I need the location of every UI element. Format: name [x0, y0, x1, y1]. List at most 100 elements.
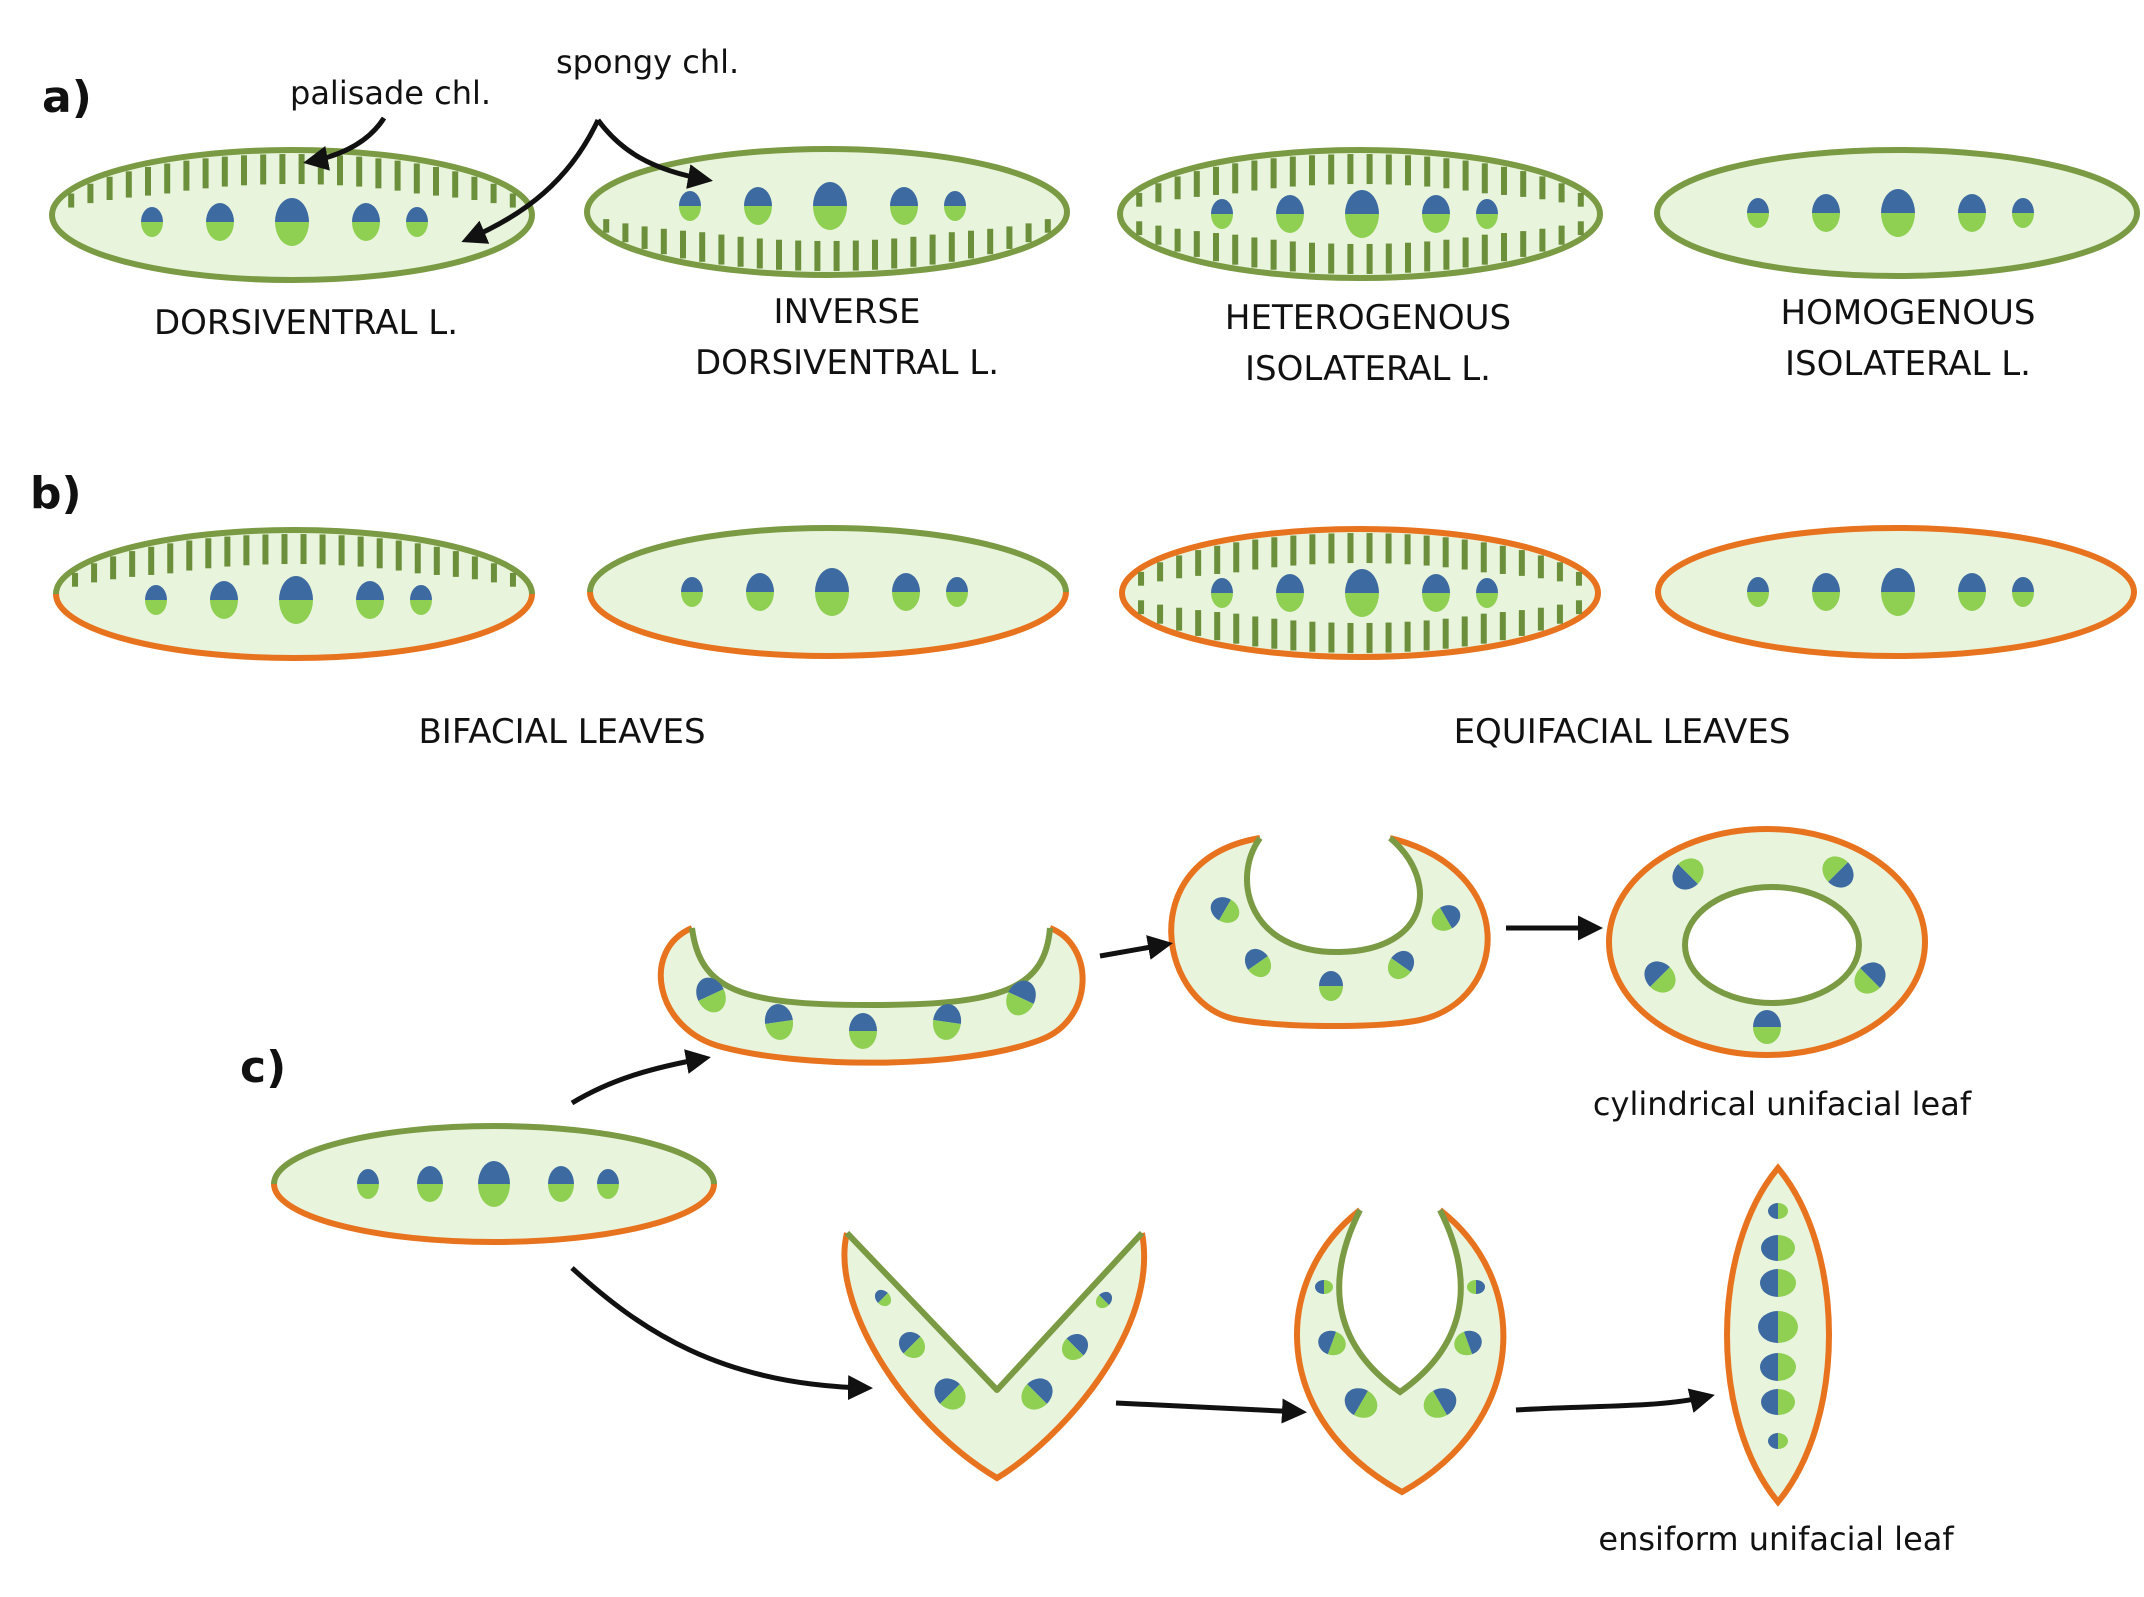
vascular-bundle	[1760, 1269, 1796, 1297]
leaf-flat-start	[271, 1123, 717, 1245]
vascular-bundle	[1476, 578, 1498, 608]
vascular-bundle	[898, 1331, 926, 1359]
vascular-bundle	[1467, 1280, 1485, 1294]
arrow-v-to-narrow	[1115, 1398, 1307, 1424]
vascular-bundle	[1318, 1330, 1346, 1356]
spongy-arrow-left	[461, 118, 601, 244]
vascular-bundle	[2012, 198, 2034, 228]
vascular-bundle	[696, 977, 726, 1013]
vascular-bundle	[210, 581, 238, 619]
vascular-bundle	[406, 207, 428, 237]
vascular-bundle	[1276, 195, 1304, 233]
vascular-bundle	[1422, 574, 1450, 612]
vascular-bundle	[2012, 577, 2034, 607]
vascular-bundle	[1747, 577, 1769, 607]
vascular-bundle	[934, 1378, 966, 1410]
leaf-curved-stage1	[657, 925, 1086, 1066]
vascular-bundles	[696, 977, 1036, 1049]
vascular-bundle	[1822, 856, 1854, 888]
vascular-bundles	[681, 568, 968, 616]
label-bifacial-leaves: BIFACIAL LEAVES	[418, 712, 705, 752]
leaf-ensiform-unifacial	[1724, 1163, 1832, 1507]
vascular-bundle	[1672, 858, 1704, 890]
vascular-bundle	[275, 198, 309, 246]
vascular-bundle	[1812, 194, 1840, 232]
leaf-heterogenous-isolateral	[1117, 147, 1603, 281]
vascular-bundles	[1747, 568, 2034, 616]
spongy-annotation: spongy chl.	[556, 43, 739, 81]
vascular-bundle	[892, 573, 920, 611]
vascular-bundles	[1758, 1203, 1798, 1449]
leaf-ensiform-stage2	[1294, 1207, 1507, 1496]
vascular-bundle	[1854, 962, 1886, 994]
arrow-narrow-to-ensiform	[1515, 1388, 1715, 1413]
vascular-bundle	[1958, 194, 1986, 232]
vascular-bundle	[1758, 1311, 1798, 1343]
leaf-dorsiventral	[49, 147, 535, 283]
vascular-bundle	[356, 581, 384, 619]
vascular-bundle	[1345, 569, 1379, 617]
arrow-curved1-to-curved2	[1099, 935, 1173, 960]
vascular-bundle	[597, 1169, 619, 1199]
vascular-bundle	[1210, 897, 1240, 923]
vascular-bundle	[1760, 1353, 1796, 1381]
vascular-bundle	[815, 568, 849, 616]
vascular-bundle	[1812, 573, 1840, 611]
vascular-bundle	[744, 187, 772, 225]
vascular-bundle	[849, 1013, 877, 1049]
section-label-c: c)	[240, 1042, 286, 1093]
label-inverse-line1: INVERSE	[774, 292, 921, 332]
vascular-bundles	[1211, 190, 1498, 238]
vascular-bundle	[1211, 578, 1233, 608]
vascular-bundle	[1431, 905, 1461, 931]
vascular-bundle	[944, 191, 966, 221]
vascular-bundles	[1211, 569, 1498, 617]
label-homogenous-line2: ISOLATERAL L.	[1785, 344, 2031, 384]
arrow-start-to-curved	[570, 1049, 711, 1106]
vascular-bundle	[279, 576, 313, 624]
vascular-bundles	[679, 182, 966, 230]
vascular-bundles	[357, 1161, 619, 1207]
vascular-bundle	[1319, 971, 1343, 1001]
vascular-bundle	[1061, 1333, 1089, 1361]
vascular-bundle	[548, 1166, 574, 1202]
vascular-bundle	[410, 585, 432, 615]
label-dorsiventral: DORSIVENTRAL L.	[154, 303, 458, 343]
leaf-bifacial-homogenous	[587, 525, 1069, 659]
section-label-b: b)	[30, 468, 82, 519]
vascular-bundles	[1644, 856, 1886, 1044]
vascular-bundle	[1345, 190, 1379, 238]
vascular-bundles	[145, 576, 432, 624]
vascular-bundle	[1244, 948, 1272, 978]
vascular-bundles	[141, 198, 428, 246]
vascular-bundle	[141, 207, 163, 237]
vascular-bundle	[1768, 1203, 1788, 1219]
vascular-bundle	[1422, 195, 1450, 233]
label-equifacial-leaves: EQUIFACIAL LEAVES	[1454, 712, 1791, 752]
vascular-bundle	[1958, 573, 1986, 611]
arrow-start-to-v	[570, 1266, 873, 1401]
label-heterogenous-line2: ISOLATERAL L.	[1245, 349, 1491, 389]
leaf-equifacial-heterogenous	[1119, 526, 1601, 660]
vascular-bundle	[946, 577, 968, 607]
vascular-bundle	[1276, 574, 1304, 612]
vascular-bundle	[357, 1169, 379, 1199]
vascular-bundle	[890, 187, 918, 225]
vascular-bundle	[1881, 568, 1915, 616]
vascular-bundle	[764, 1004, 794, 1040]
vascular-bundle	[1768, 1433, 1788, 1449]
leaf-equifacial-homogenous	[1655, 525, 2137, 659]
leaf-curved-stage2	[1168, 835, 1491, 1029]
palisade-arrow	[303, 116, 387, 171]
vascular-bundle	[206, 203, 234, 241]
leaf-homogenous-isolateral	[1654, 147, 2140, 279]
palisade-layer	[1136, 154, 1584, 274]
vascular-bundle	[1747, 198, 1769, 228]
section-label-a: a)	[42, 72, 92, 123]
vascular-bundle	[746, 573, 774, 611]
vascular-bundle	[1423, 1388, 1457, 1418]
label-inverse-line2: DORSIVENTRAL L.	[695, 343, 999, 383]
vascular-bundle	[1761, 1235, 1795, 1261]
vascular-bundle	[1476, 199, 1498, 229]
